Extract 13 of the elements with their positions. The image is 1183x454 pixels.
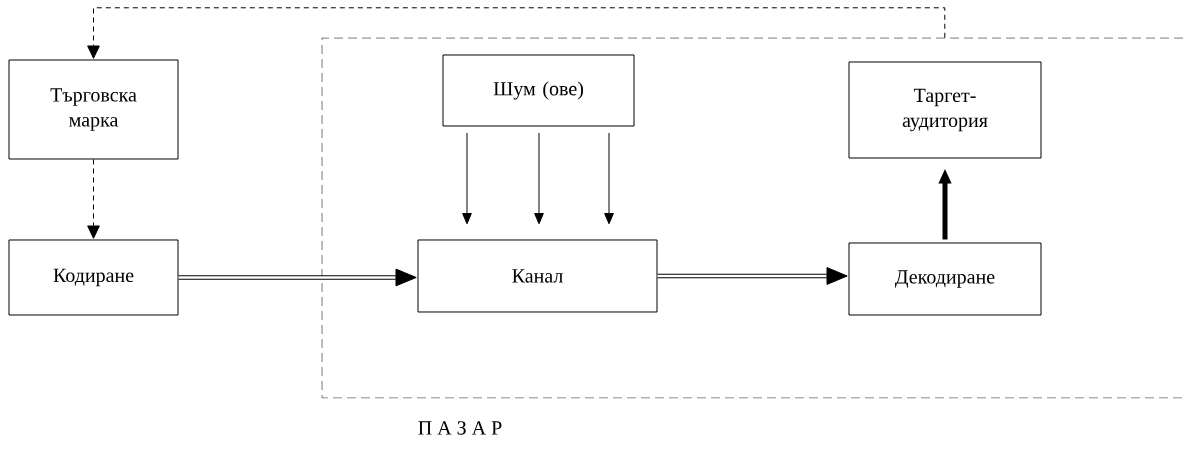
process-box: Канал <box>417 239 658 313</box>
arrow <box>87 7 946 59</box>
arrow <box>604 132 614 225</box>
arrow <box>178 268 417 287</box>
arrow <box>534 132 544 225</box>
arrow <box>462 132 472 225</box>
arrow <box>87 159 100 239</box>
process-box: Кодиране <box>8 239 179 316</box>
process-box: Шум (ове) <box>442 54 635 127</box>
arrow <box>657 267 848 285</box>
process-box: Декодиране <box>848 242 1042 316</box>
process-box: Таргет-аудитория <box>848 61 1042 159</box>
process-box: Търговска марка <box>8 59 179 160</box>
